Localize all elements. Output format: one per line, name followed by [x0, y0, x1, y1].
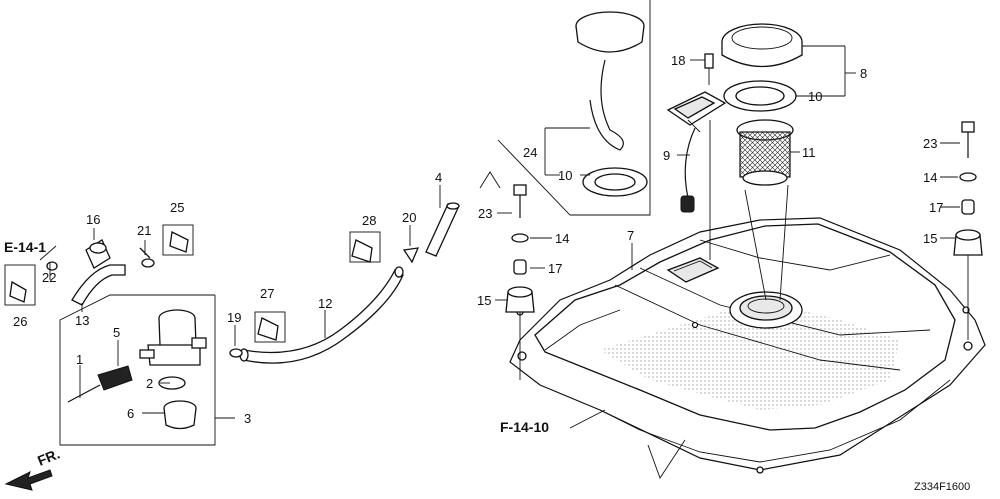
callout-6: 6 — [127, 406, 134, 421]
callout-2: 2 — [146, 376, 153, 391]
callout-7: 7 — [627, 228, 634, 243]
callout-11: 11 — [802, 145, 816, 160]
leader-lines — [39, 45, 960, 429]
callout-14-right: 14 — [923, 170, 937, 185]
callout-20: 20 — [402, 210, 416, 225]
callout-26: 26 — [13, 314, 27, 329]
front-direction-label: FR. — [35, 445, 62, 468]
cap-with-chain — [575, 11, 648, 197]
callout-22: 22 — [42, 270, 56, 285]
fuel-tank — [509, 217, 986, 474]
reference-f-14-10: F-14-10 — [500, 419, 549, 435]
right-mounting-stack — [953, 121, 983, 256]
callout-10-cap: 10 — [808, 89, 822, 104]
left-mounting-stack — [505, 184, 535, 313]
callout-9: 9 — [663, 148, 670, 163]
callout-4: 4 — [435, 170, 442, 185]
callout-19: 19 — [227, 310, 241, 325]
callout-14-left: 14 — [555, 231, 569, 246]
callout-13: 13 — [75, 313, 89, 328]
guide-lines — [479, 0, 969, 479]
callout-10-chain: 10 — [558, 168, 572, 183]
callout-23-right: 23 — [923, 136, 937, 151]
fuel-gauge — [666, 53, 727, 213]
callout-17-right: 17 — [929, 200, 943, 215]
callout-27: 27 — [260, 286, 274, 301]
callout-1: 1 — [76, 352, 83, 367]
callout-12: 12 — [318, 296, 332, 311]
fuel-valve-group — [59, 294, 216, 446]
reference-e-14-1: E-14-1 — [4, 239, 46, 255]
callout-15-right: 15 — [923, 231, 937, 246]
callout-15-left: 15 — [477, 293, 491, 308]
callout-16: 16 — [86, 212, 100, 227]
callout-28: 28 — [362, 213, 376, 228]
fuel-hose — [239, 266, 404, 364]
drain-hose — [71, 239, 151, 306]
front-direction-arrow — [4, 469, 53, 491]
breather-tube — [402, 202, 460, 264]
callout-8: 8 — [860, 66, 867, 81]
callout-17-left: 17 — [548, 261, 562, 276]
callout-24: 24 — [523, 145, 537, 160]
diagram-code: Z334F1600 — [914, 481, 970, 493]
callout-25: 25 — [170, 200, 184, 215]
callout-21: 21 — [137, 223, 151, 238]
callout-labels: 1 2 3 4 5 6 7 8 9 10 10 11 12 13 14 14 1… — [4, 53, 970, 493]
callout-23-left: 23 — [478, 206, 492, 221]
fuel-cap-assembly — [721, 23, 803, 186]
callout-3: 3 — [244, 411, 251, 426]
callout-5: 5 — [113, 325, 120, 340]
callout-18: 18 — [671, 53, 685, 68]
hose-clips — [4, 224, 381, 358]
